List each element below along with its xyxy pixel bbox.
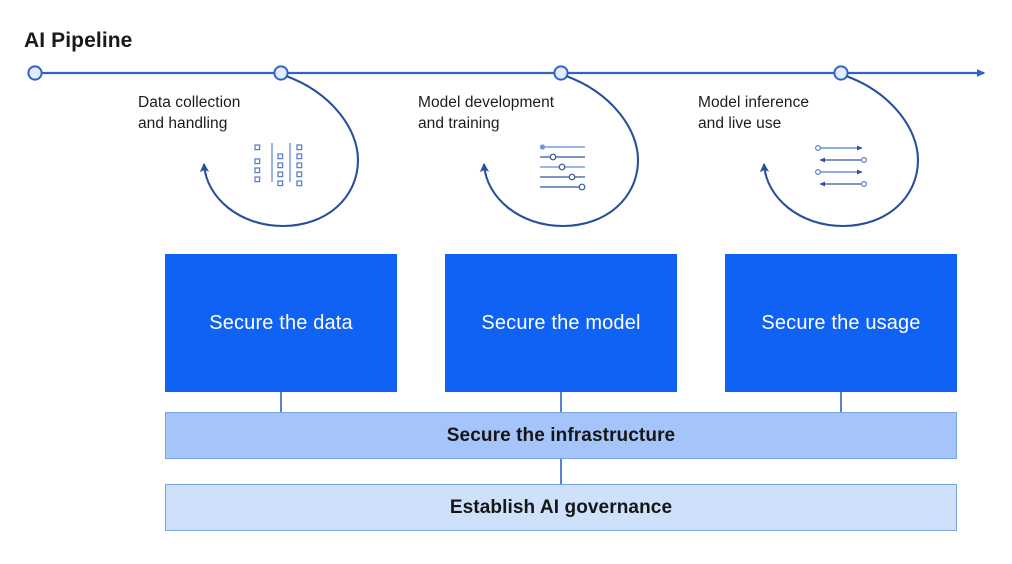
secure-the-infrastructure-label: Secure the infrastructure [446, 424, 676, 446]
model-development-node [553, 65, 569, 81]
secure-the-usage-label: Secure the usage [761, 311, 921, 334]
establish-ai-governance-bar[interactable]: Establish AI governance [165, 484, 957, 531]
secure-the-model-box[interactable]: Secure the model [445, 254, 677, 392]
stage-label-model-inference: Model inference and live use [698, 94, 810, 132]
data-columns-icon [254, 143, 303, 187]
stage-loop-arrows [199, 75, 920, 228]
secure-the-data-label: Secure the data [209, 311, 353, 334]
secure-the-data-box[interactable]: Secure the data [165, 254, 397, 392]
exchange-arrows-icon [814, 145, 867, 188]
page-title: AI Pipeline [24, 29, 133, 52]
timeline-nodes [27, 65, 849, 81]
model-inference-node [833, 65, 849, 81]
stage-label-data-collection: Data collection and handling [138, 94, 241, 132]
secure-the-usage-box[interactable]: Secure the usage [725, 254, 957, 392]
establish-ai-governance-label: Establish AI governance [449, 496, 673, 518]
secure-the-model-label: Secure the model [481, 311, 641, 334]
secure-the-infrastructure-bar[interactable]: Secure the infrastructure [165, 412, 957, 459]
data-collection-node [273, 65, 289, 81]
sliders-icon [539, 144, 586, 191]
box-to-infrastructure-connectors [280, 392, 842, 412]
pipeline-start-node [27, 65, 43, 81]
stage-label-model-development: Model development and training [418, 94, 555, 132]
